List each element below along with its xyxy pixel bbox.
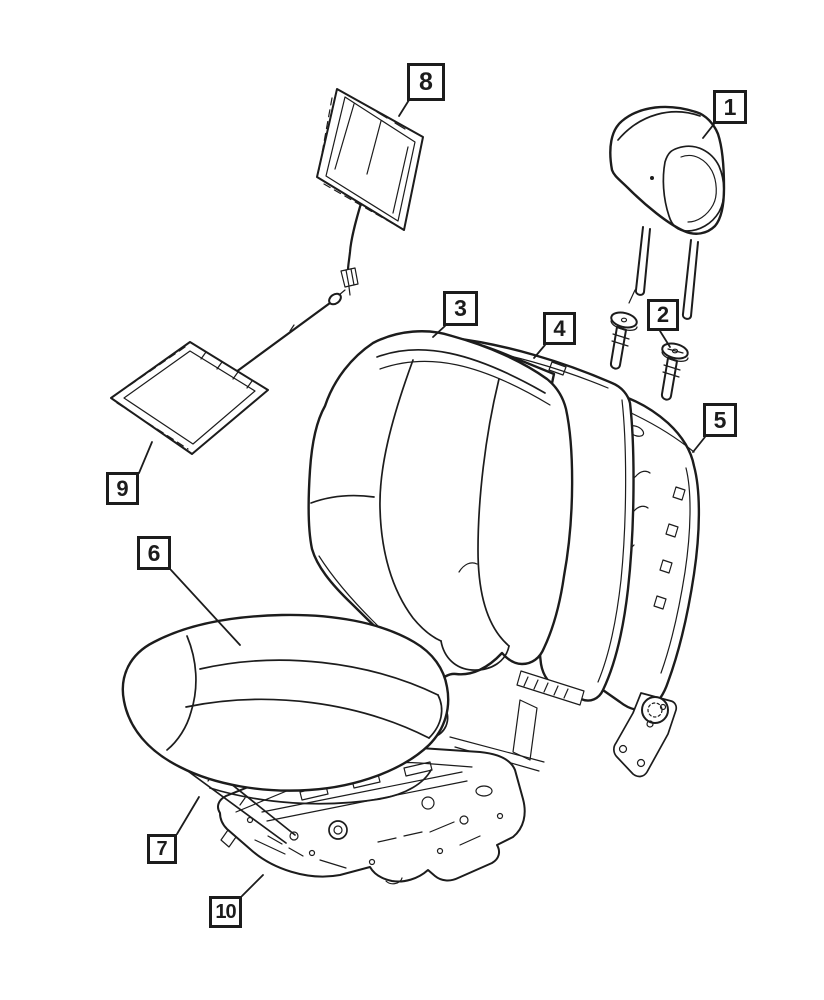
cushion-bolster-seam <box>166 635 197 751</box>
callout-box-10: 10 <box>209 896 242 928</box>
guide-sleeve-left <box>609 326 627 370</box>
seat-back-pivot-strut <box>516 670 585 706</box>
recliner-pivot-circle <box>641 696 669 724</box>
callout-box-9: 9 <box>106 472 139 505</box>
leader-line-6 <box>170 569 241 646</box>
back-cover-outline <box>307 330 574 685</box>
heater-wire-cushion <box>234 301 332 374</box>
heater-pad-back-outline <box>316 88 424 231</box>
part-headrest <box>609 105 726 320</box>
leader-line-10 <box>241 874 264 897</box>
leader-line-1 <box>702 123 715 139</box>
callout-box-7: 7 <box>147 834 177 864</box>
part-heater-pad-back <box>316 88 424 296</box>
headrest-button-dot <box>650 176 654 180</box>
part-cushion-cover <box>121 613 450 805</box>
cushion-front-skirt <box>209 769 432 805</box>
leader-line-2 <box>659 330 671 348</box>
part-seat-back-cover <box>307 330 574 687</box>
leader-line-7 <box>176 796 200 835</box>
callout-box-8: 8 <box>407 63 445 101</box>
callout-box-3: 3 <box>443 291 478 326</box>
cover-left-seam <box>379 359 442 642</box>
callout-box-2: 2 <box>647 299 679 331</box>
leader-line-9 <box>138 441 153 474</box>
headrest-front-pad <box>662 145 725 232</box>
leader-line-8 <box>398 99 410 117</box>
leader-line-3 <box>432 325 446 338</box>
headrest-right-post <box>681 239 699 320</box>
callout-box-4: 4 <box>543 312 576 345</box>
heater-connector-back <box>340 267 359 288</box>
callout-box-1: 1 <box>713 90 747 124</box>
headrest-left-post <box>634 226 651 296</box>
part-headrest-guide-sleeves <box>609 289 689 401</box>
callout-box-6: 6 <box>137 536 171 570</box>
cover-right-seam <box>477 378 510 647</box>
heater-wire-back <box>346 198 364 272</box>
heater-connector-cushion <box>328 292 342 306</box>
headrest-outline <box>609 105 726 235</box>
leader-line-5 <box>692 436 706 453</box>
part-heater-pad-cushion <box>110 289 346 455</box>
cushion-outline <box>121 613 450 792</box>
callout-box-5: 5 <box>703 403 737 437</box>
callout-leader-lines <box>138 99 715 897</box>
guide-sleeve-right <box>660 357 678 401</box>
heater-pad-cushion-outline <box>110 341 269 455</box>
leader-line-4 <box>533 344 546 359</box>
